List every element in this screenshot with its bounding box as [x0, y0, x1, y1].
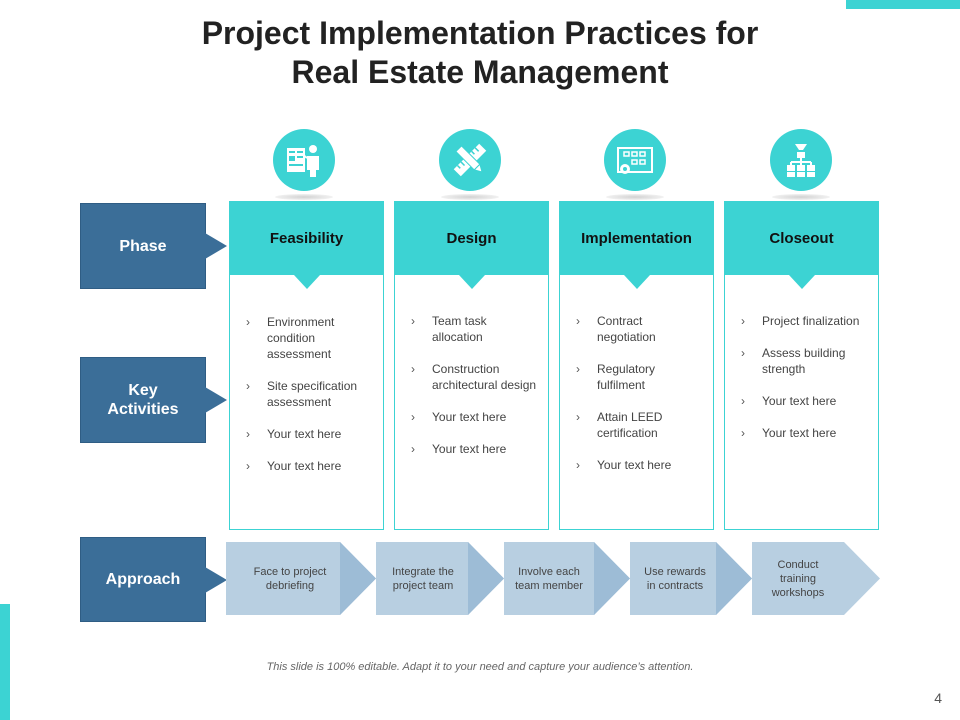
- pointer-arrow: [205, 566, 227, 593]
- title-line-2: Real Estate Management: [291, 54, 669, 90]
- list-item: Project finalization: [741, 313, 869, 329]
- key-activities-label-line2: Activities: [107, 401, 179, 418]
- icon-shadow: [275, 194, 333, 200]
- list-item: Your text here: [411, 409, 539, 425]
- column-header: Design: [394, 201, 549, 289]
- list-item: Your text here: [741, 393, 869, 409]
- org-hierarchy-icon: [770, 129, 832, 191]
- header-notch: [458, 275, 485, 289]
- row-label-phase: Phase: [80, 203, 227, 289]
- approach-step: Use rewards in contracts: [644, 565, 706, 592]
- list-item: Contract negotiation: [576, 313, 704, 345]
- activity-list: Contract negotiation Regulatory fulfilme…: [576, 313, 704, 489]
- list-item: Construction architectural design: [411, 361, 539, 393]
- column-header: Feasibility: [229, 201, 384, 289]
- blueprint-gear-icon: [604, 129, 666, 191]
- list-item: Your text here: [741, 425, 869, 441]
- list-item: Assess building strength: [741, 345, 869, 377]
- pointer-arrow: [205, 387, 227, 413]
- list-item: Regulatory fulfilment: [576, 361, 704, 393]
- phase-column-design: Design Team task allocation Construction…: [394, 201, 549, 530]
- list-item: Your text here: [576, 457, 704, 473]
- list-item: Your text here: [411, 441, 539, 457]
- chevron-shapes: [226, 542, 880, 615]
- column-title: Feasibility: [269, 229, 344, 247]
- page-title: Project Implementation Practices for Rea…: [130, 14, 830, 92]
- header-notch: [293, 275, 320, 289]
- title-line-1: Project Implementation Practices for: [201, 15, 759, 51]
- approach-step: Integrate the project team: [392, 565, 454, 592]
- column-title: Implementation: [581, 229, 692, 247]
- column-title: Design: [446, 229, 497, 247]
- ruler-pencil-icon: [439, 129, 501, 191]
- row-label-approach: Approach: [80, 537, 227, 622]
- phase-column-feasibility: Feasibility Environment condition assess…: [229, 201, 384, 530]
- pointer-arrow: [205, 233, 227, 259]
- footer-note: This slide is 100% editable. Adapt it to…: [266, 661, 694, 673]
- phase-column-closeout: Closeout Project finalization Assess bui…: [724, 201, 879, 530]
- list-item: Team task allocation: [411, 313, 539, 345]
- list-item: Your text here: [246, 458, 374, 474]
- icon-shadow: [606, 194, 664, 200]
- header-notch: [623, 275, 650, 289]
- icon-shadow: [441, 194, 499, 200]
- activity-list: Team task allocation Construction archit…: [411, 313, 539, 473]
- column-title: Closeout: [769, 229, 834, 247]
- list-item: Environment condition assessment: [246, 314, 374, 362]
- approach-chevron-strip: Face to project debriefing Integrate the…: [226, 542, 882, 615]
- list-item: Attain LEED certification: [576, 409, 704, 441]
- activity-list: Environment condition assessment Site sp…: [246, 314, 374, 490]
- list-item: Site specification assessment: [246, 378, 374, 410]
- phase-label: Phase: [119, 237, 167, 255]
- icon-shadow: [772, 194, 830, 200]
- left-accent-bar: [0, 604, 10, 720]
- approach-step: Face to project debriefing: [253, 565, 327, 592]
- key-activities-label-line1: Key: [128, 382, 158, 399]
- page-number: 4: [934, 690, 942, 706]
- activity-list: Project finalization Assess building str…: [741, 313, 869, 457]
- approach-step: Involve each team member: [515, 565, 583, 592]
- list-item: Your text here: [246, 426, 374, 442]
- row-label-key-activities: Key Activities: [80, 357, 227, 443]
- approach-step: Conduct training workshops: [771, 558, 825, 599]
- approach-label: Approach: [105, 571, 181, 588]
- presentation-person-icon: [273, 129, 335, 191]
- header-notch: [788, 275, 815, 289]
- column-header: Implementation: [559, 201, 714, 289]
- column-header: Closeout: [724, 201, 879, 289]
- phase-column-implementation: Implementation Contract negotiation Regu…: [559, 201, 714, 530]
- top-accent-bar: [846, 0, 960, 9]
